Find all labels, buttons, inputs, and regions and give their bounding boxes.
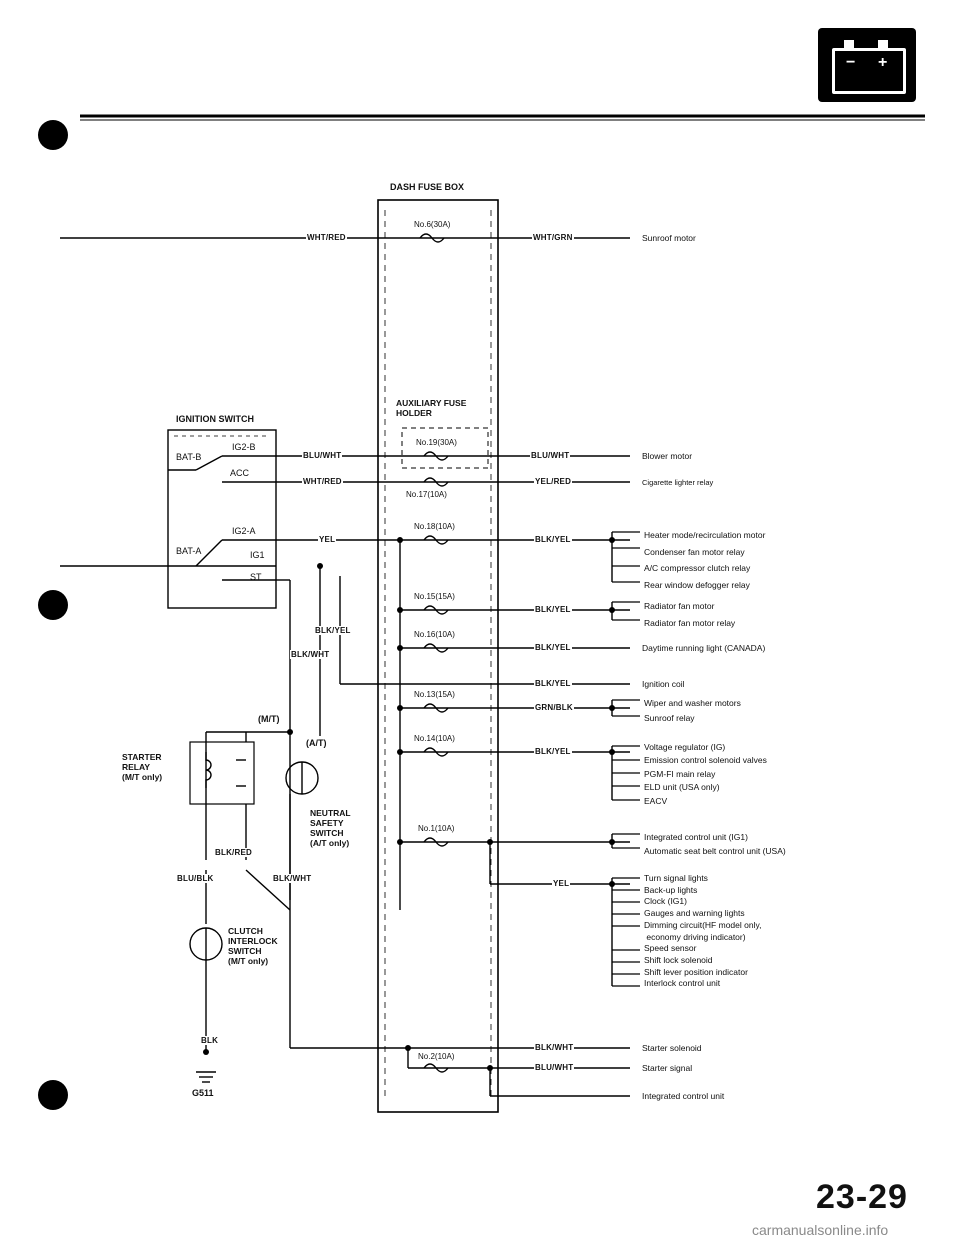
dash-fuse-box-title: DASH FUSE BOX xyxy=(390,182,465,192)
fuse-label: No.14(10A) xyxy=(414,734,455,743)
neutral-switch-label: NEUTRAL SAFETY SWITCH (A/T only) xyxy=(310,808,351,848)
load-label: Cigarette lighter relay xyxy=(642,478,714,487)
wire-color-label: WHT/RED xyxy=(306,233,347,242)
wire-color-label: BLK/YEL xyxy=(314,626,352,635)
mt-label: (M/T) xyxy=(258,714,280,724)
fuse-label: No.16(10A) xyxy=(414,630,455,639)
load-label: Turn signal lights Back-up lights Clock … xyxy=(644,873,762,989)
fuse-label: No.19(30A) xyxy=(416,438,457,447)
punch-hole-icon xyxy=(38,1080,68,1110)
wire-color-label: YEL xyxy=(552,879,571,888)
terminal-label: ACC xyxy=(230,468,250,478)
load-label: Ignition coil xyxy=(642,679,685,689)
load-label: Wiper and washer motors Sunroof relay xyxy=(644,698,741,723)
fuse-label: No.13(15A) xyxy=(414,690,455,699)
wire-color-label: BLU/WHT xyxy=(302,451,343,460)
load-label: Voltage regulator (IG) Emission control … xyxy=(644,742,767,806)
wire-color-label: WHT/GRN xyxy=(532,233,574,242)
load-label: Blower motor xyxy=(642,451,693,461)
terminal-label: BAT-A xyxy=(176,546,202,556)
ignition-switch-title: IGNITION SWITCH xyxy=(176,414,254,424)
wire-color-label: WHT/RED xyxy=(302,477,343,486)
page-number: 23-29 xyxy=(816,1178,908,1216)
wire-color-label: YEL/RED xyxy=(534,477,573,486)
fuse-label: No.2(10A) xyxy=(418,1052,455,1061)
load-label: Sunroof motor xyxy=(642,233,696,243)
starter-relay-label: STARTER RELAY (M/T only) xyxy=(122,752,163,782)
aux-fuse-holder-title: AUXILIARY FUSE HOLDER xyxy=(396,398,467,418)
fuse-label: No.17(10A) xyxy=(406,490,447,499)
load-label: Heater mode/recirculation motor Condense… xyxy=(644,530,766,590)
load-label: Daytime running light (CANADA) xyxy=(642,643,766,653)
wire-color-label: BLK/YEL xyxy=(534,605,572,614)
terminal-label: IG2-B xyxy=(232,442,256,452)
wire-color-label: YEL xyxy=(318,535,337,544)
fuse-label: No.6(30A) xyxy=(414,220,451,229)
terminal-label: BAT-B xyxy=(176,452,202,462)
wire-color-label: BLK/WHT xyxy=(290,650,331,659)
at-label: (A/T) xyxy=(306,738,327,748)
wire-color-label: BLU/BLK xyxy=(176,874,215,883)
wire-color-label: BLK/YEL xyxy=(534,747,572,756)
ground-label: G511 xyxy=(192,1088,214,1098)
wire-color-label: BLU/WHT xyxy=(534,1063,575,1072)
battery-icon: −+ xyxy=(818,28,916,102)
fuse-label: No.1(10A) xyxy=(418,824,455,833)
wire-color-label: BLK/YEL xyxy=(534,679,572,688)
punch-hole-icon xyxy=(38,120,68,150)
terminal-label: IG2-A xyxy=(232,526,256,536)
load-label: Radiator fan motor Radiator fan motor re… xyxy=(644,601,736,628)
wire-color-label: BLK/WHT xyxy=(534,1043,575,1052)
wire-color-label: BLK/WHT xyxy=(272,874,313,883)
terminal-label: ST xyxy=(250,572,262,582)
terminal-label: IG1 xyxy=(250,550,265,560)
clutch-switch-label: CLUTCH INTERLOCK SWITCH (M/T only) xyxy=(228,926,278,966)
wire-color-label: BLK xyxy=(200,1036,220,1045)
load-label: Starter solenoid xyxy=(642,1043,702,1053)
load-label: Integrated control unit xyxy=(642,1091,725,1101)
watermark: carmanualsonline.info xyxy=(752,1222,889,1238)
punch-hole-icon xyxy=(38,590,68,620)
wire-color-label: BLK/YEL xyxy=(534,535,572,544)
wire-color-label: BLK/RED xyxy=(214,848,253,857)
wire-color-label: GRN/BLK xyxy=(534,703,574,712)
wire-color-label: BLK/YEL xyxy=(534,643,572,652)
load-label: Starter signal xyxy=(642,1063,693,1073)
load-label: Integrated control unit (IG1) Automatic … xyxy=(644,832,786,856)
wire-color-label: BLU/WHT xyxy=(530,451,571,460)
fuse-label: No.18(10A) xyxy=(414,522,455,531)
fuse-label: No.15(15A) xyxy=(414,592,455,601)
